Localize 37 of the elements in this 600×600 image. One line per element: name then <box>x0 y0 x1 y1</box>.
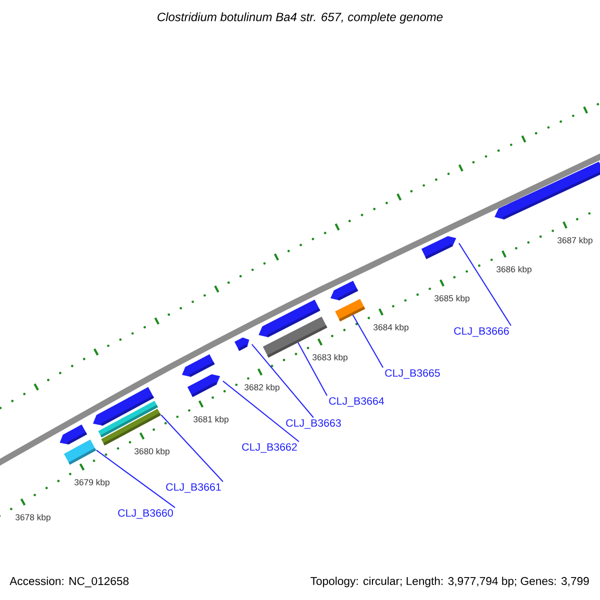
gene-feature <box>60 424 88 445</box>
genome-summary: Topology: circular; Length: 3,977,794 bp; Genes: 3,799 <box>310 576 589 588</box>
leader-line <box>160 414 224 482</box>
gene-bar <box>335 298 366 322</box>
gene-feature <box>187 374 220 398</box>
gene-label: CLJ_B3661 <box>166 483 221 493</box>
accession-text: Accession: NC_012658 <box>10 576 129 588</box>
gene-label: CLJ_B3662 <box>242 443 297 453</box>
scale-label: 3682 kbp <box>244 384 280 392</box>
scale-label: 3684 kbp <box>374 324 408 332</box>
scale-label: 3679 kbp <box>74 478 110 488</box>
scale-label: 3685 kbp <box>434 294 470 304</box>
leader-line <box>251 344 314 418</box>
leader-line <box>458 242 512 326</box>
gene-feature <box>494 162 600 220</box>
scale-label: 3683 kbp <box>312 354 348 362</box>
gene-bar <box>101 408 161 446</box>
gene-feature <box>421 236 456 260</box>
leader-line <box>222 380 300 442</box>
gene-label: CLJ_B3665 <box>385 369 440 379</box>
gene-label: CLJ_B3663 <box>286 419 341 429</box>
gene-label: CLJ_B3666 <box>454 327 509 337</box>
leader-line <box>352 314 384 368</box>
scale-label: 3687 kbp <box>558 236 592 246</box>
gene-feature <box>234 337 250 351</box>
scale-label: 3681 kbp <box>194 416 228 424</box>
gene-feature <box>182 354 215 377</box>
gene-feature <box>330 280 358 301</box>
scale-label: 3678 kbp <box>16 514 50 522</box>
gene-bar <box>64 440 96 465</box>
gene-label: CLJ_B3664 <box>329 397 384 407</box>
scale-label: 3680 kbp <box>134 448 170 456</box>
leader-line <box>298 342 328 396</box>
scale-label: 3686 kbp <box>496 266 532 274</box>
title: Clostridium botulinum Ba4 str. 657, complete genome <box>158 12 443 24</box>
gene-label: CLJ_B3660 <box>118 509 173 519</box>
leader-line <box>96 450 176 508</box>
